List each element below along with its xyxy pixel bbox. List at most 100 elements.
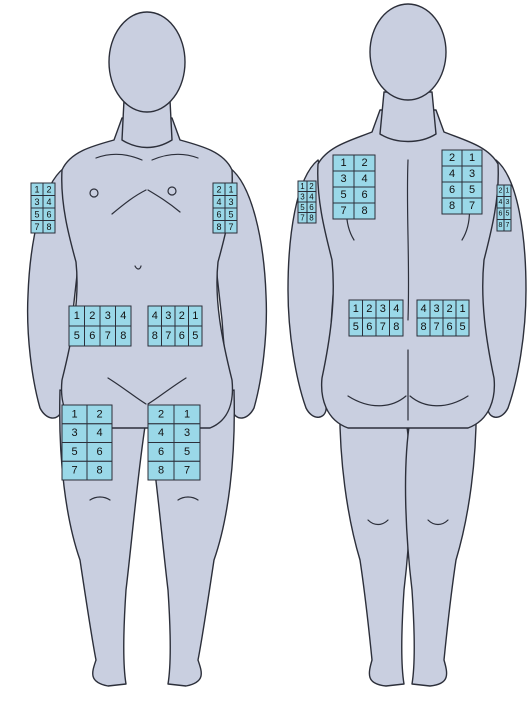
site-number-label: 5 — [300, 203, 305, 212]
site-number-label: 4 — [420, 303, 426, 315]
site-number-label: 6 — [96, 446, 102, 458]
front-left-abdomen-site: 4321 8765 — [148, 306, 202, 346]
site-number-label: 5 — [184, 446, 190, 458]
front-torso — [62, 118, 233, 428]
site-number-label: 6 — [449, 184, 455, 196]
site-number-label: 1 — [74, 310, 80, 322]
site-number-label: 6 — [446, 321, 452, 333]
site-number-label: 4 — [46, 197, 51, 207]
site-number-label: 3 — [34, 197, 39, 207]
site-number-label: 3 — [380, 303, 386, 315]
site-number-label: 6 — [179, 330, 185, 342]
site-number-label: 8 — [46, 222, 51, 232]
site-number-label: 8 — [216, 222, 221, 232]
site-number-label: 7 — [469, 200, 475, 212]
site-number-label: 2 — [499, 187, 503, 194]
site-number-label: 1 — [184, 408, 190, 420]
site-number-label: 6 — [89, 330, 95, 342]
back-leg-right — [406, 390, 477, 686]
site-number-label: 5 — [74, 330, 80, 342]
front-body-figure — [28, 12, 267, 686]
site-number-label: 8 — [420, 321, 426, 333]
site-number-label: 5 — [192, 330, 198, 342]
site-number-label: 4 — [152, 310, 158, 322]
site-number-label: 7 — [184, 465, 190, 477]
site-number-label: 1 — [300, 182, 305, 191]
site-number-label: 4 — [158, 427, 164, 439]
site-number-label: 4 — [449, 168, 455, 180]
site-number-label: 4 — [499, 199, 503, 206]
site-number-label: 3 — [105, 310, 111, 322]
site-number-label: 1 — [340, 157, 346, 169]
site-number-label: 3 — [300, 192, 305, 201]
site-number-label: 8 — [499, 222, 503, 229]
site-number-label: 7 — [380, 321, 386, 333]
site-number-label: 3 — [71, 427, 77, 439]
site-number-label: 8 — [309, 213, 314, 222]
front-left-upper-arm-site: 21436587 — [213, 183, 237, 233]
site-number-label: 8 — [158, 465, 164, 477]
back-body-figure — [288, 4, 526, 686]
site-number-label: 8 — [361, 205, 367, 217]
site-number-label: 2 — [46, 184, 51, 194]
site-number-label: 4 — [216, 197, 221, 207]
site-number-label: 4 — [393, 303, 399, 315]
site-number-label: 4 — [120, 310, 126, 322]
site-number-label: 8 — [152, 330, 158, 342]
site-number-label: 6 — [309, 203, 314, 212]
site-number-label: 7 — [340, 205, 346, 217]
site-number-label: 3 — [165, 310, 171, 322]
site-number-label: 1 — [353, 303, 359, 315]
site-number-label: 5 — [459, 321, 465, 333]
site-number-label: 1 — [506, 187, 510, 194]
site-number-label: 2 — [449, 152, 455, 164]
site-number-label: 6 — [361, 189, 367, 201]
site-number-label: 5 — [469, 184, 475, 196]
front-left-thigh-site: 2 1 4 3 6 5 8 7 — [148, 405, 200, 480]
site-number-label: 2 — [366, 303, 372, 315]
site-number-label: 7 — [506, 222, 510, 229]
site-number-label: 5 — [506, 210, 510, 217]
back-head — [370, 4, 446, 100]
site-number-label: 7 — [228, 222, 233, 232]
site-number-label: 7 — [34, 222, 39, 232]
site-number-label: 7 — [71, 465, 77, 477]
site-number-label: 3 — [506, 199, 510, 206]
site-number-label: 1 — [71, 408, 77, 420]
site-number-label: 2 — [446, 303, 452, 315]
site-number-label: 8 — [120, 330, 126, 342]
site-number-label: 6 — [366, 321, 372, 333]
site-number-label: 7 — [433, 321, 439, 333]
site-number-label: 8 — [393, 321, 399, 333]
site-number-label: 4 — [96, 427, 102, 439]
site-number-label: 1 — [469, 152, 475, 164]
site-number-label: 5 — [353, 321, 359, 333]
front-head — [109, 12, 185, 112]
site-number-label: 6 — [158, 446, 164, 458]
site-number-label: 1 — [459, 303, 465, 315]
site-number-label: 3 — [228, 197, 233, 207]
site-number-label: 3 — [340, 173, 346, 185]
site-number-label: 4 — [309, 192, 314, 201]
site-number-label: 7 — [300, 213, 305, 222]
site-number-label: 2 — [309, 182, 314, 191]
site-number-label: 3 — [469, 168, 475, 180]
site-number-label: 7 — [165, 330, 171, 342]
site-number-label: 3 — [184, 427, 190, 439]
site-number-label: 2 — [179, 310, 185, 322]
site-number-label: 2 — [96, 408, 102, 420]
site-number-label: 1 — [228, 184, 233, 194]
site-number-label: 1 — [192, 310, 198, 322]
site-number-label: 6 — [46, 209, 51, 219]
site-number-label: 5 — [228, 209, 233, 219]
site-number-label: 2 — [216, 184, 221, 194]
site-number-label: 5 — [34, 209, 39, 219]
site-number-label: 1 — [34, 184, 39, 194]
site-number-label: 2 — [158, 408, 164, 420]
